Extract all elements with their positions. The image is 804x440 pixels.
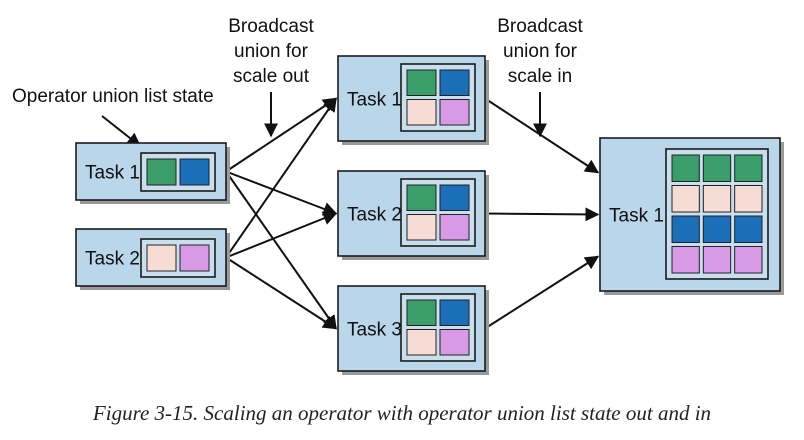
broadcast-in-line-2: union for <box>503 41 578 62</box>
state-cell-green <box>702 154 732 182</box>
broadcast-in-line-3: scale in <box>508 66 572 87</box>
state-cell-purple <box>734 246 763 274</box>
broadcast-out-line-3: scale out <box>233 66 310 87</box>
state-cell-purple <box>439 329 470 356</box>
annotation-arrow <box>101 115 142 147</box>
edge-out-1-to-in-1 <box>484 97 600 174</box>
connection-arrows <box>225 97 600 330</box>
scaled_in-task-1: Task 1 <box>599 137 784 295</box>
scaled_out-task-2: Task 2 <box>337 170 489 260</box>
state-cell-blue <box>439 299 470 326</box>
state-cell-blue <box>702 215 732 243</box>
task-label: Task 1 <box>609 206 664 227</box>
state-cell-purple <box>179 244 210 272</box>
task-label: Task 3 <box>347 320 402 341</box>
initial-task-2: Task 2 <box>75 228 230 290</box>
task-label: Task 1 <box>85 163 140 184</box>
state-cell-pink <box>406 99 437 126</box>
edge-initial-1-to-out-2 <box>225 170 338 216</box>
broadcast-in-annotation: Broadcast union for scale in <box>497 16 583 87</box>
scaled_out-task-1: Task 1 <box>337 55 489 145</box>
state-cell-pink <box>406 214 437 241</box>
state-cell-blue <box>179 158 210 186</box>
broadcast-out-line-1: Broadcast <box>228 16 314 37</box>
state-cell-pink <box>406 329 437 356</box>
task-label: Task 2 <box>347 205 402 226</box>
state-cell-blue <box>671 215 700 243</box>
state-cell-blue <box>734 215 763 243</box>
broadcast-out-annotation: Broadcast union for scale out <box>228 16 314 87</box>
state-cell-pink <box>671 185 700 213</box>
edge-initial-1-to-out-1 <box>225 97 338 173</box>
task-boxes: Task 1 Task 2 Task 1 Task 2 Task 3 Task 1 <box>75 55 784 375</box>
state-cell-purple <box>702 246 732 274</box>
state-cell-blue <box>439 184 470 211</box>
figure-caption: Figure 3-15. Scaling an operator with op… <box>92 401 711 425</box>
edge-initial-2-to-out-1 <box>225 97 337 259</box>
state-cell-green <box>734 154 763 182</box>
edge-initial-2-to-out-2 <box>225 211 338 259</box>
operator-state-annotation: Operator union list state <box>12 86 214 107</box>
state-cell-purple <box>439 214 470 241</box>
state-cell-pink <box>146 244 177 272</box>
state-cell-green <box>406 299 437 326</box>
state-cell-green <box>146 158 177 186</box>
state-cell-green <box>671 154 700 182</box>
state-cell-pink <box>702 185 732 213</box>
edge-out-2-to-in-1 <box>484 207 600 222</box>
state-cell-green <box>406 184 437 211</box>
edge-initial-1-to-out-3 <box>225 170 337 330</box>
task-label: Task 2 <box>85 249 140 270</box>
state-cell-purple <box>671 246 700 274</box>
edge-out-3-to-in-1 <box>484 255 600 330</box>
broadcast-in-line-1: Broadcast <box>497 16 583 37</box>
state-cell-purple <box>439 99 470 126</box>
initial-task-1: Task 1 <box>75 142 230 204</box>
edge-initial-2-to-out-3 <box>225 256 338 330</box>
state-cell-green <box>406 69 437 96</box>
scaled_out-task-3: Task 3 <box>337 285 489 375</box>
broadcast-out-line-2: union for <box>234 41 309 62</box>
state-cell-pink <box>734 185 763 213</box>
task-label: Task 1 <box>347 90 402 111</box>
state-cell-blue <box>439 69 470 96</box>
